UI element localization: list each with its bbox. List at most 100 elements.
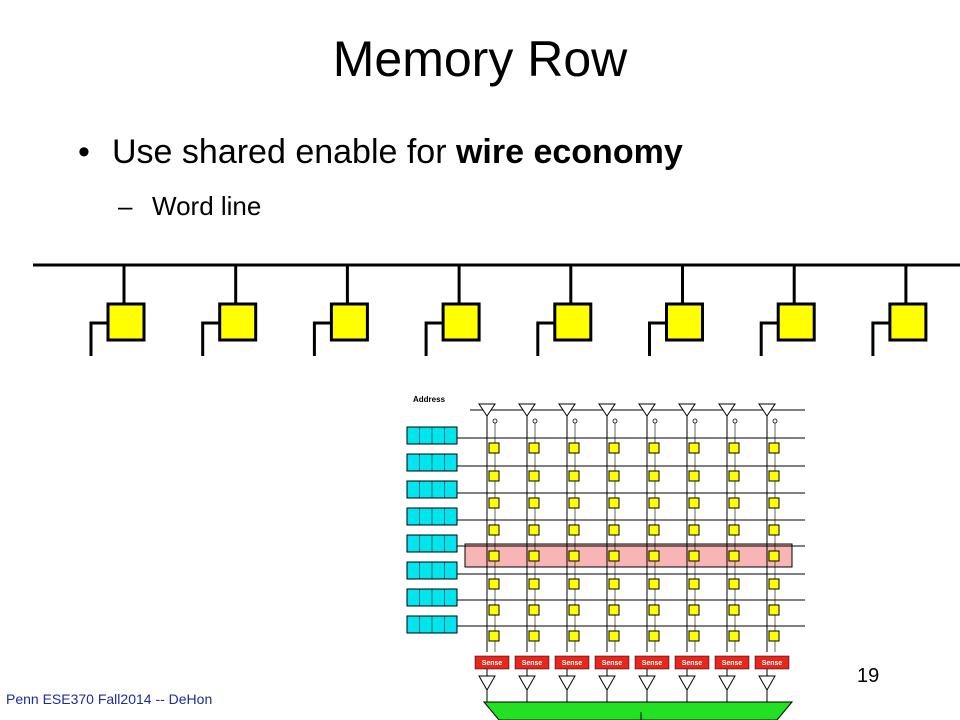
array-cell: [608, 578, 620, 590]
array-cell: [528, 497, 540, 509]
array-cell: [688, 442, 700, 454]
array-cell: [528, 524, 540, 536]
array-cell: [488, 578, 500, 590]
array-cell: [648, 497, 660, 509]
array-cell: [688, 470, 700, 482]
sense-amp: [554, 655, 590, 670]
memory-cell: [106, 302, 146, 342]
array-cell: [728, 604, 740, 616]
memory-cell: [776, 302, 816, 342]
memory-cell: [218, 302, 258, 342]
sense-amp: [754, 655, 790, 670]
array-cell: [768, 604, 780, 616]
array-cell: [728, 630, 740, 642]
output-mux: [482, 701, 794, 720]
sense-label: Sense: [682, 660, 703, 667]
output-driver: [718, 675, 736, 692]
array-cell: [648, 550, 660, 562]
memory-cell: [888, 302, 928, 342]
precharge-driver: [758, 403, 776, 417]
sense-label: Sense: [642, 660, 663, 667]
array-cell: [568, 604, 580, 616]
array-cell: [608, 524, 620, 536]
array-cell: [488, 524, 500, 536]
array-cell: [488, 550, 500, 562]
array-cell: [728, 578, 740, 590]
bit-line-bar-node: [492, 418, 498, 424]
array-cell: [568, 550, 580, 562]
array-cell: [728, 442, 740, 454]
precharge-driver: [518, 403, 536, 417]
array-cell: [528, 604, 540, 616]
array-cell: [528, 630, 540, 642]
sense-label: Sense: [762, 660, 783, 667]
precharge-driver: [678, 403, 696, 417]
array-cell: [768, 550, 780, 562]
bit-line-stub: [871, 321, 890, 356]
bit-line-bar-node: [692, 418, 698, 424]
word-line-diagram: [33, 263, 960, 356]
array-cell: [488, 497, 500, 509]
bit-line-stub: [536, 321, 555, 356]
array-cell: [688, 497, 700, 509]
memory-cell: [665, 302, 704, 342]
array-cell: [648, 470, 660, 482]
array-cell: [568, 497, 580, 509]
array-cell: [768, 442, 780, 454]
bit-line-bar-node: [772, 418, 778, 424]
array-cell: [688, 524, 700, 536]
array-cell: [648, 578, 660, 590]
array-cell: [608, 442, 620, 454]
precharge-driver: [598, 403, 616, 417]
precharge-driver: [558, 403, 576, 417]
array-cell: [768, 470, 780, 482]
bullet-text: Use shared enable for: [112, 133, 456, 171]
sense-label: Sense: [482, 660, 503, 667]
precharge-driver: [718, 403, 736, 417]
bullet-emphasis: wire economy: [455, 133, 683, 171]
array-cell: [608, 630, 620, 642]
array-cell: [488, 470, 500, 482]
bullet-level1: •Use shared enable for wire economy: [78, 133, 683, 172]
array-cell: [608, 550, 620, 562]
array-cell: [528, 578, 540, 590]
array-cell: [688, 630, 700, 642]
precharge-driver: [478, 403, 496, 417]
array-cell: [528, 442, 540, 454]
array-cell: [768, 578, 780, 590]
array-cell: [768, 524, 780, 536]
array-cell: [568, 578, 580, 590]
sense-label: Sense: [522, 660, 543, 667]
memory-cell: [553, 302, 593, 342]
array-cell: [768, 497, 780, 509]
bit-line-bar-node: [732, 418, 738, 424]
array-cell: [608, 497, 620, 509]
array-cell: [608, 604, 620, 616]
sense-label: Sense: [562, 660, 583, 667]
array-cell: [528, 550, 540, 562]
array-cell: [488, 630, 500, 642]
output-driver: [478, 675, 496, 692]
array-cell: [728, 470, 740, 482]
output-driver: [678, 675, 696, 692]
array-cell: [608, 470, 620, 482]
bit-line-stub: [201, 321, 220, 356]
slide-title: Memory Row: [332, 31, 628, 87]
array-cell: [488, 442, 500, 454]
array-cell: [648, 604, 660, 616]
output-driver: [558, 675, 576, 692]
bit-line-stub: [312, 321, 332, 356]
output-driver: [758, 675, 776, 692]
array-cell: [688, 578, 700, 590]
selected-row-highlight: [464, 543, 793, 568]
array-cell: [528, 470, 540, 482]
memory-cell: [329, 302, 369, 342]
bit-line-stub: [648, 321, 667, 356]
array-cell: [568, 442, 580, 454]
array-cell: [648, 442, 660, 454]
array-cell: [648, 524, 660, 536]
precharge-driver: [638, 403, 656, 417]
bit-line-bar-node: [572, 418, 578, 424]
